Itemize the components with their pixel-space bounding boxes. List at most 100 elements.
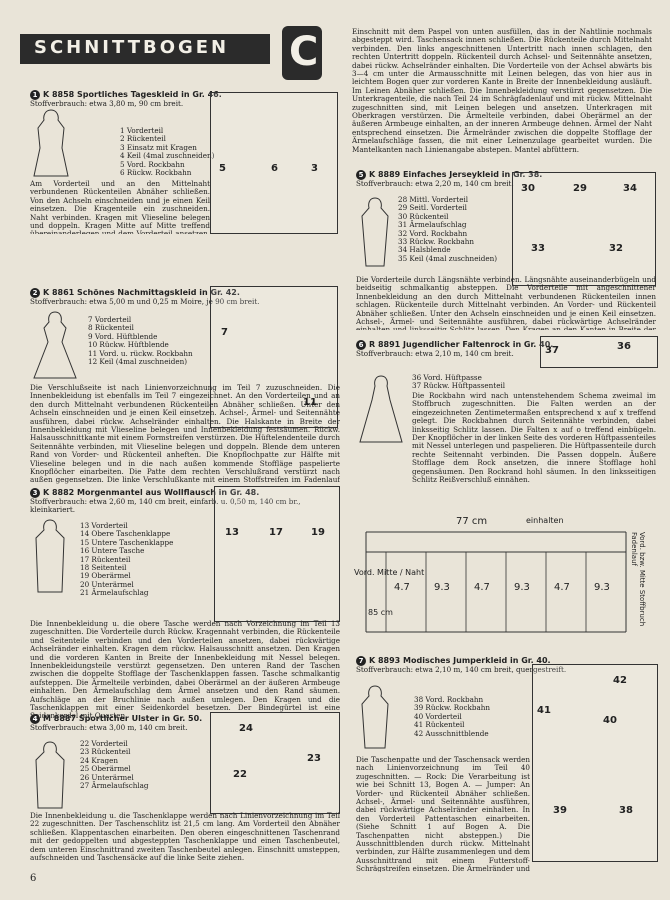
section-3-text: Die Innenbekleidung u. die obere Tasche … — [30, 620, 340, 721]
parts-list-1: 1 Vorderteil 2 Rückenteil 3 Einsatz mit … — [120, 126, 214, 177]
piece-label: 38 — [619, 805, 633, 816]
section-usage: Stoffverbrauch: etwa 2,20 m, 140 cm brei… — [356, 179, 514, 188]
part-7: 34 Halsblende — [398, 245, 451, 255]
diagram-height: 85 cm — [368, 608, 393, 617]
part-5: 32 Vord. Rockbahn — [398, 228, 468, 238]
pattern-pieces-5: 30 29 34 33 32 — [512, 172, 656, 286]
skirt-sketch — [356, 374, 406, 444]
part-2: 37 Rückw. Hüftpassenteil — [412, 381, 506, 391]
piece-label: 32 — [609, 243, 623, 254]
part-5: 42 Ausschnittblende — [414, 728, 489, 738]
jersey-dress-sketch-icon — [361, 197, 389, 267]
diagram-right: Vord. bzw. Mitte Stoffbruch Fadenlauf — [630, 532, 646, 627]
skirt-layout-diagram: 77 cm einhalten 4.7 9.3 4.7 9.3 4.7 9.3 … — [354, 516, 656, 642]
section-code: M 8887 — [43, 714, 77, 723]
dress-sketch — [30, 108, 72, 178]
piece-label: 36 — [617, 341, 631, 352]
skirt-sketch-icon — [359, 375, 403, 443]
part-3: 40 Vorderteil — [414, 711, 462, 721]
part-1: 28 Mittl. Vorderteil — [398, 195, 469, 204]
part-9: 21 Ärmelaufschlag — [80, 588, 149, 598]
section-number: 7 — [356, 656, 366, 666]
section-code: R 8891 — [369, 340, 401, 349]
section-5-text: Die Vorderteile durch Längsnähte verbind… — [356, 276, 656, 330]
pattern-pieces-2: 7 11 — [210, 286, 338, 428]
parts-list-2: 7 Vorderteil 8 Rückenteil 9 Vord. Hüftbl… — [88, 315, 208, 366]
parts-list-5: 28 Mittl. Vorderteil 29 Seitl. Vordertei… — [398, 195, 510, 263]
parts-list-4: 22 Vorderteil 23 Rückenteil 24 Kragen 25… — [80, 739, 190, 791]
section-6-text: Die Rockbahn wird nach untenstehendem Sc… — [412, 392, 656, 485]
section-1-text: Am Vorderteil und an den Mittelnaht verb… — [30, 180, 210, 234]
part-4: 16 Untere Tasche — [80, 546, 145, 556]
section-4-text: Die Innenbekleidung u. die Taschenklappe… — [30, 812, 340, 863]
jumper-dress-sketch — [356, 684, 394, 750]
pattern-pieces-7: 42 41 40 39 38 — [532, 664, 658, 862]
part-2: 14 Obere Taschenklappe — [80, 529, 171, 539]
part-2: 39 Rückw. Rockbahn — [414, 703, 490, 713]
part-3: 24 Kragen — [80, 755, 119, 765]
diagram-width: 77 cm — [456, 516, 488, 527]
page-title: SCHNITTBOGEN — [34, 37, 230, 58]
pattern-pieces-3: 13 17 19 — [214, 486, 340, 622]
piece-label: 39 — [553, 805, 567, 816]
part-1: 22 Vorderteil — [80, 739, 128, 748]
part-6: 27 Ärmelaufschlag — [80, 781, 149, 791]
part-1: 1 Vorderteil — [120, 126, 164, 135]
section-code: K 8882 — [43, 488, 75, 497]
pattern-pieces-1: 5 6 3 — [210, 92, 338, 234]
section-number: 4 — [30, 714, 40, 724]
section-code: K 8889 — [369, 170, 401, 179]
section-usage: Stoffverbrauch: etwa 5,00 m und 0,25 m M… — [30, 297, 260, 306]
piece-label: 41 — [537, 705, 551, 716]
section-2-text: Die Verschlußseite ist nach Linienvorzei… — [30, 384, 340, 484]
part-3: 9 Vord. Hüftblende — [88, 331, 158, 341]
section-usage: Stoffverbrauch: etwa 3,80 m, 90 cm breit… — [30, 99, 184, 108]
pattern-pieces-6: 37 36 — [540, 336, 658, 368]
section-code: K 8893 — [369, 656, 401, 665]
part-1: 38 Vord. Rockbahn — [414, 695, 484, 704]
part-6: 18 Seitenteil — [80, 563, 127, 573]
dress-sketch-icon — [33, 311, 77, 379]
part-3: 30 Rückenteil — [398, 211, 449, 221]
dress-sketch-2 — [30, 310, 80, 380]
header: SCHNITTBOGEN C — [20, 26, 340, 80]
section-1-text-cont — [30, 234, 340, 282]
piece-label: 3 — [311, 163, 318, 174]
part-8: 20 Unterärmel — [80, 579, 134, 589]
part-7: 19 Oberärmel — [80, 571, 131, 581]
diagram-measure: 4.7 — [394, 582, 410, 593]
part-5: 17 Rückenteil — [80, 554, 131, 564]
ulster-sketch — [30, 740, 70, 810]
part-5: 11 Vord. u. rückw. Rockbahn — [88, 348, 193, 358]
piece-label: 34 — [623, 183, 637, 194]
piece-label: 30 — [521, 183, 535, 194]
piece-label: 5 — [219, 163, 226, 174]
piece-label: 40 — [603, 715, 617, 726]
piece-label: 29 — [573, 183, 587, 194]
piece-label: 6 — [271, 163, 278, 174]
piece-label: 23 — [307, 753, 321, 764]
parts-list-6: 36 Vord. Hüftpasse 37 Rückw. Hüftpassent… — [412, 373, 532, 391]
section-usage: Stoffverbrauch: etwa 3,00 m, 140 cm brei… — [30, 723, 188, 732]
piece-label: 33 — [531, 243, 545, 254]
piece-label: 24 — [239, 723, 253, 734]
section-number: 5 — [356, 170, 366, 180]
part-6: 33 Rückw. Rockbahn — [398, 237, 474, 247]
diagram-measure: 9.3 — [514, 582, 530, 593]
sheet-badge: C — [282, 26, 322, 80]
skirt-layout-svg — [365, 531, 627, 633]
section-name: Sportliches Tageskleid in Gr. 46. — [77, 90, 222, 99]
part-2: 29 Seitl. Vorderteil — [398, 203, 467, 213]
section-number: 1 — [30, 90, 40, 100]
diagram-left: Vord. Mitte / Naht — [354, 568, 425, 577]
section-name: Modisches Jumperkleid in Gr. 40. — [403, 656, 551, 665]
section-name: Morgenmantel aus Wollflausch in Gr. 48. — [77, 488, 260, 497]
part-1: 13 Vorderteil — [80, 521, 128, 530]
piece-label: 11 — [303, 397, 317, 408]
section-usage: Stoffverbrauch: etwa 2,10 m, 140 cm brei… — [356, 349, 514, 358]
